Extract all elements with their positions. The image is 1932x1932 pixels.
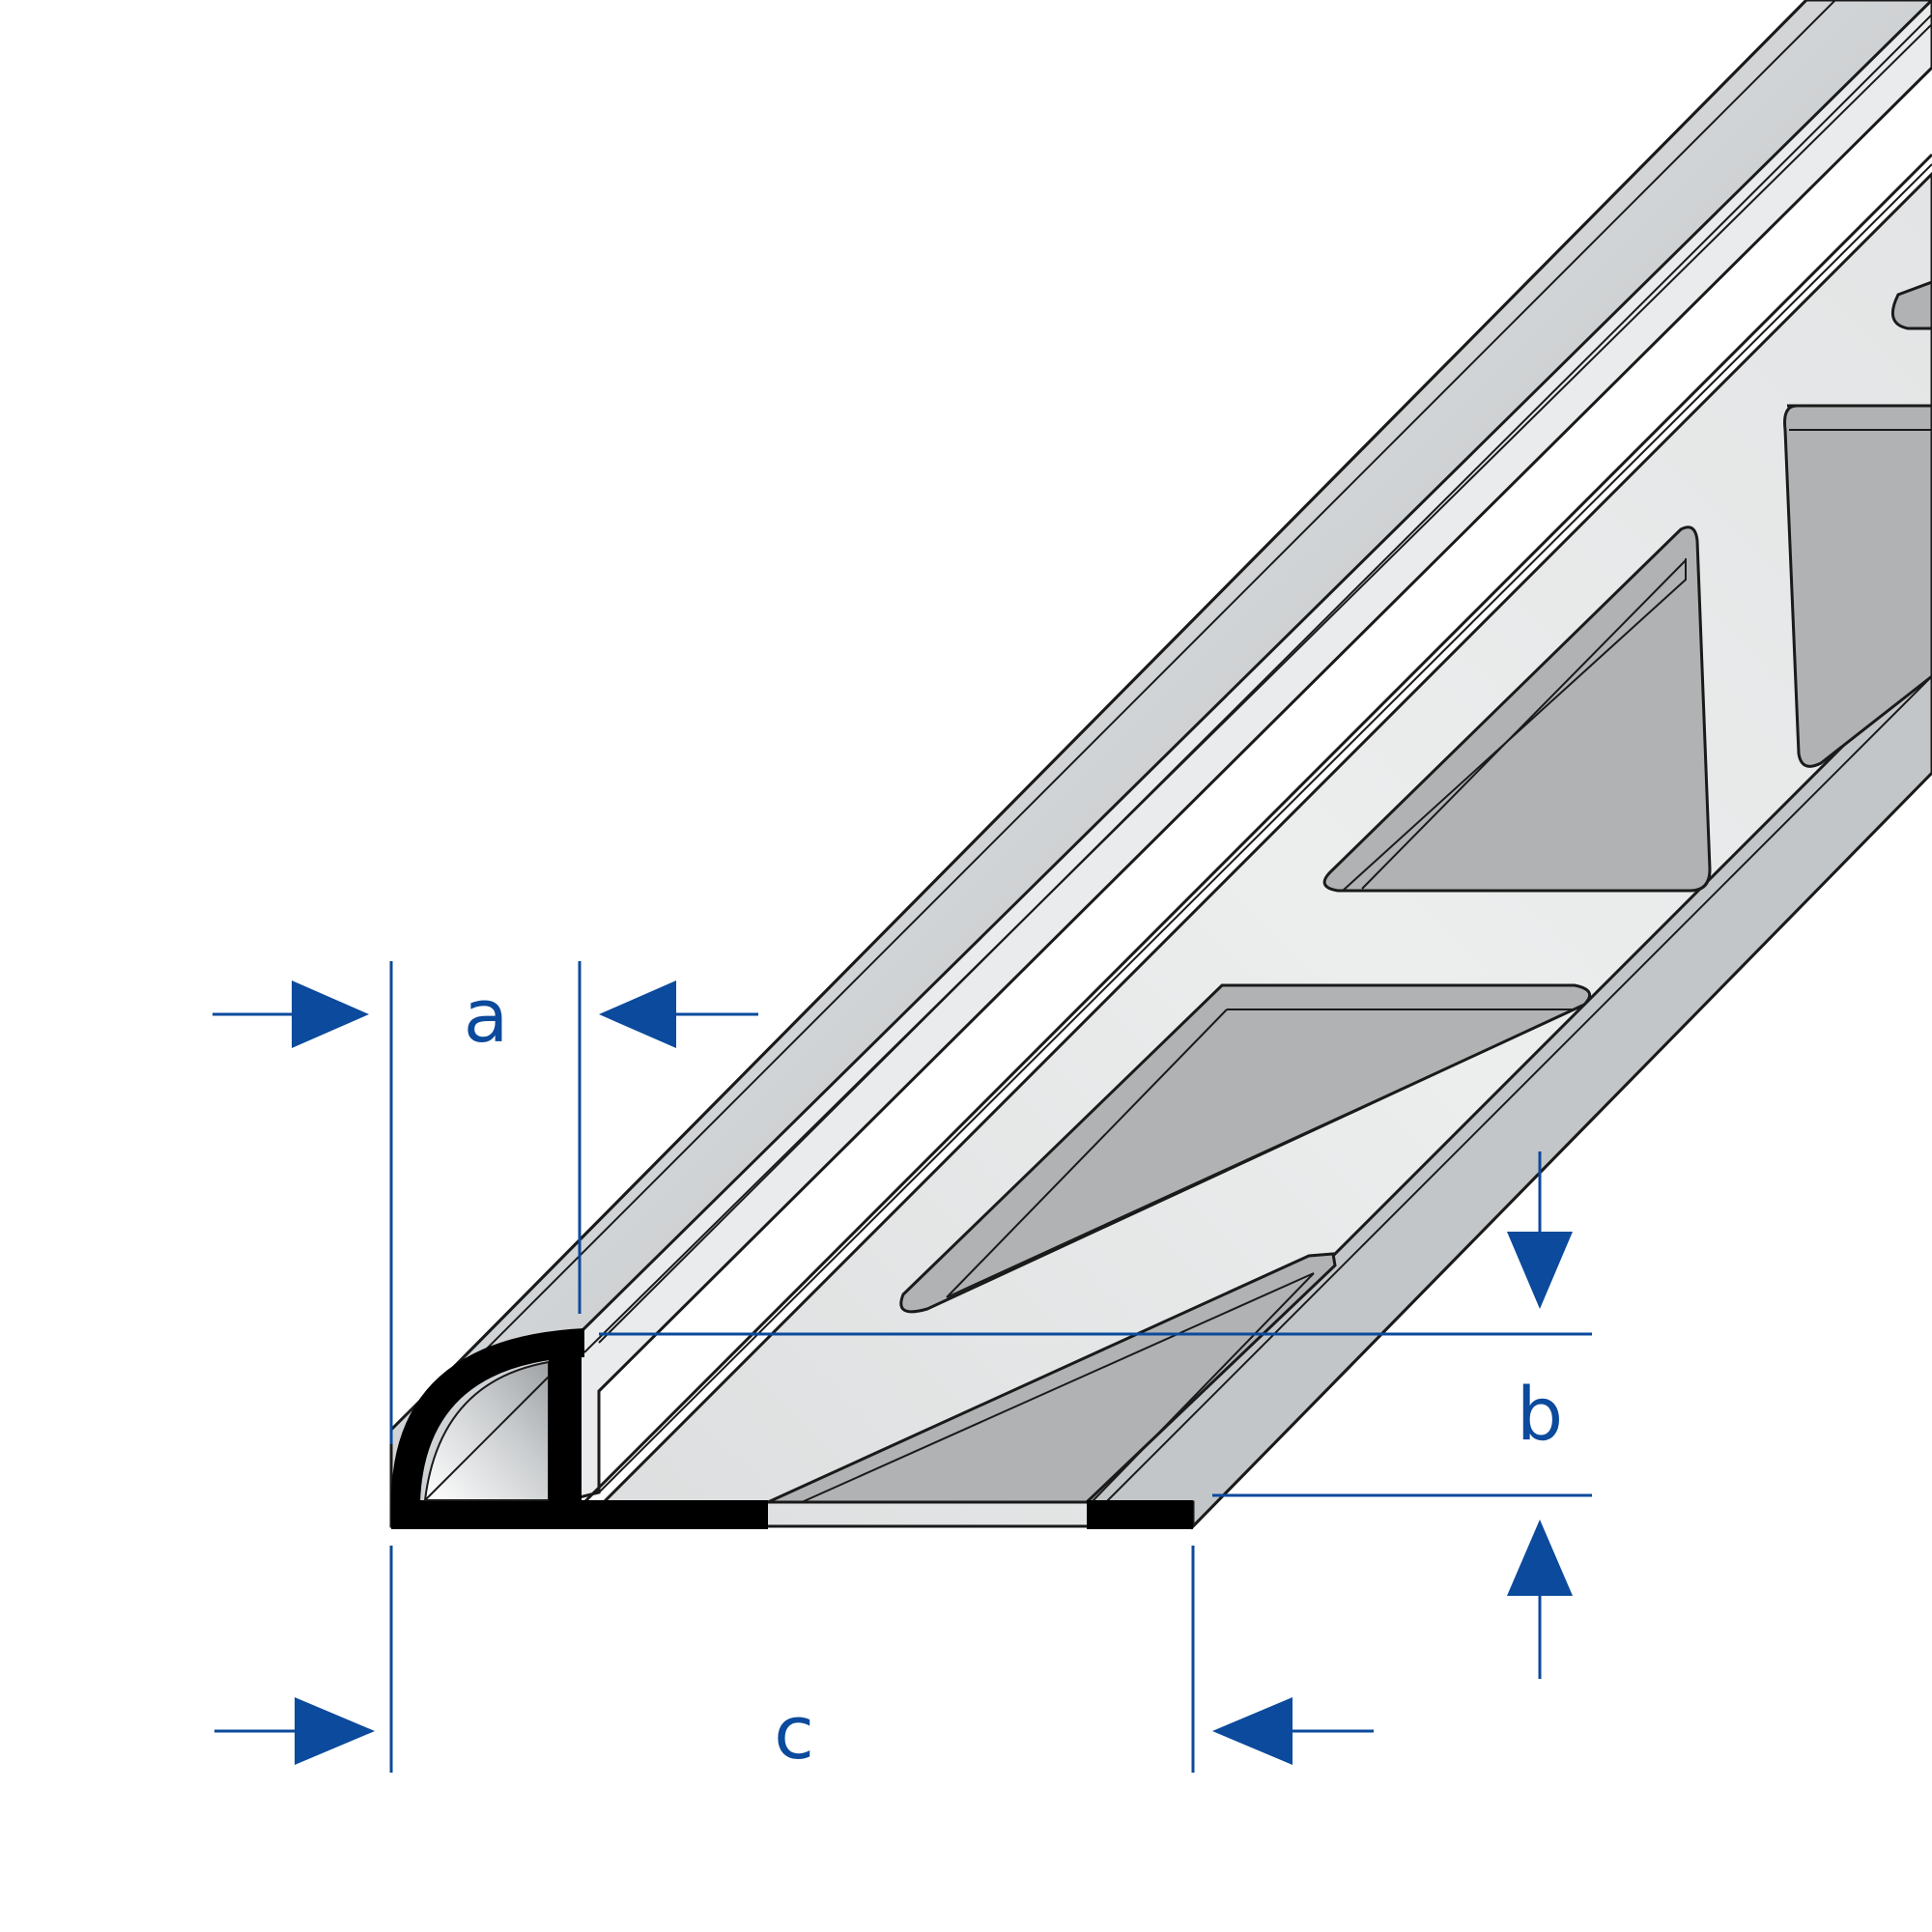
section-upright-web <box>549 1357 582 1529</box>
cutout-2 <box>899 983 1592 1314</box>
dimension-a-arrow-left <box>292 980 369 1048</box>
dimension-b-arrow-top <box>1507 1232 1573 1309</box>
dimension-b-arrow-bottom <box>1507 1520 1573 1596</box>
dimension-a: a <box>213 961 758 1444</box>
section-base-right <box>1087 1500 1193 1529</box>
dimension-a-label: a <box>464 973 509 1059</box>
dimension-b-label: b <box>1517 1371 1563 1457</box>
cutout-1 <box>767 1252 1337 1504</box>
dimension-c-arrow-right <box>1212 1697 1293 1765</box>
cutout-5 <box>1890 280 1932 330</box>
dimension-b: b <box>599 1151 1592 1679</box>
dimension-a-arrow-right <box>599 980 676 1048</box>
dimension-c-label: c <box>774 1690 814 1776</box>
cutout-3 <box>1322 526 1712 893</box>
cutout-4 <box>1783 404 1932 768</box>
dimension-c: c <box>214 1546 1374 1776</box>
section-inner-hollow <box>423 1360 550 1501</box>
flange-cutouts <box>767 280 1932 1504</box>
cross-section <box>391 1328 1193 1529</box>
profile-body <box>389 0 1932 1530</box>
dimension-c-arrow-left <box>295 1697 375 1765</box>
section-quarter-round <box>391 1328 584 1529</box>
flange-surface <box>576 171 1932 1528</box>
